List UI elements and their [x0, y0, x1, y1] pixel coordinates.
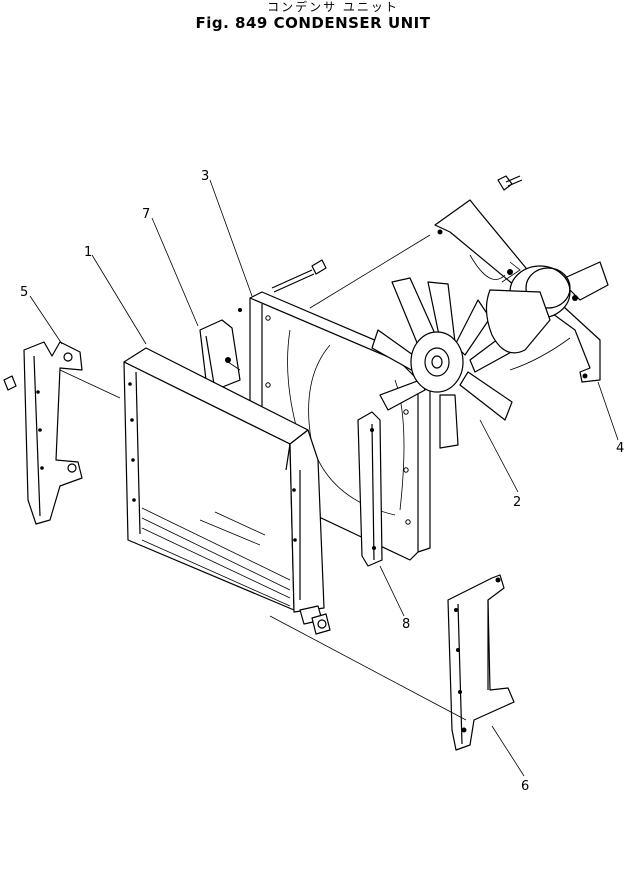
callout-8: 8: [402, 617, 410, 632]
leader-lines: [29, 179, 619, 777]
callout-1: 1: [84, 245, 92, 260]
figure-title: Fig. 849 CONDENSER UNIT: [195, 14, 431, 32]
callout-6: 6: [521, 779, 529, 794]
part-4-motor-bracket: [434, 199, 609, 383]
assembly-lines: [59, 234, 467, 721]
part-6-bracket: [447, 574, 515, 751]
callout-3: 3: [201, 169, 209, 184]
part-7-bracket: [199, 319, 241, 389]
callout-5: 5: [20, 285, 28, 300]
part-1-condenser: [123, 347, 331, 635]
part-5-bracket: [3, 341, 83, 525]
bolt: [271, 259, 327, 293]
part-8-bracket: [357, 411, 383, 567]
bolt-top: [497, 175, 523, 191]
callout-7: 7: [142, 207, 150, 222]
callout-4: 4: [616, 441, 624, 456]
callout-2: 2: [513, 495, 521, 510]
title-japanese: コンデンサ ユニット: [267, 0, 399, 14]
part-2-fan: [371, 277, 516, 449]
